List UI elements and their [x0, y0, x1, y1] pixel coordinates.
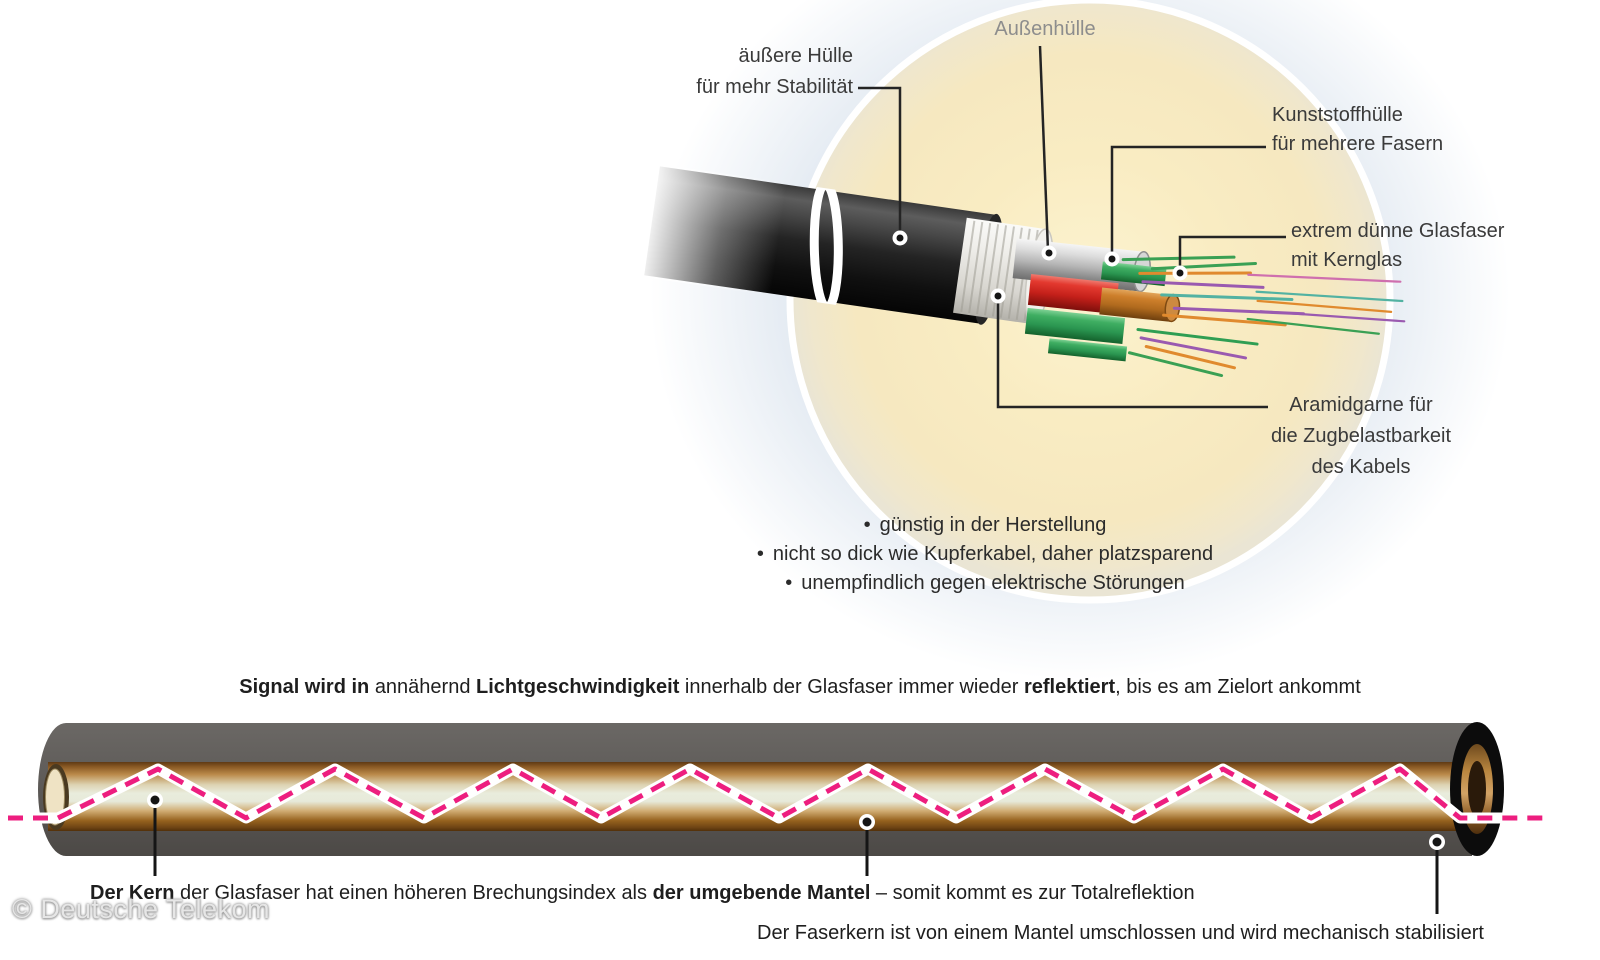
label-outer-jacket: Außenhülle: [994, 18, 1096, 40]
leader-aramid: [996, 303, 1268, 409]
pointer-dots: [892, 230, 1188, 304]
pointer-dot-core: [147, 792, 163, 808]
bullet-icon: •: [756, 543, 764, 565]
caption-segment: annähernd: [374, 676, 477, 698]
benefit-text: günstig in der Herstellung: [879, 514, 1107, 536]
pointer-dot-stabilized: [1429, 834, 1445, 850]
caption-segment: Lichtgeschwindigkeit: [476, 676, 680, 698]
green-buffer-tube-bottom: [1047, 338, 1128, 362]
core-label: Der Kern der Glasfaser hat einen höheren…: [90, 880, 1195, 906]
label-glass-fiber-line2: mit Kernglas: [1291, 249, 1403, 271]
mantle-label: Der Faserkern ist von einem Mantel umsch…: [757, 922, 1484, 944]
caption-segment: innerhalb der Glasfaser immer wieder: [679, 676, 1024, 698]
caption-segment: reflektiert: [1023, 676, 1116, 698]
leader-lines: [858, 45, 1286, 409]
label-aramid-line2: die Zugbelastbarkeit: [1270, 425, 1452, 447]
label-glass-fiber: extrem dünne Glasfaser mit Kernglas: [1291, 217, 1504, 275]
label-aramid-line1: Aramidgarne für: [1289, 394, 1433, 416]
copyright-watermark: © Deutsche Telekom: [12, 894, 271, 924]
benefits-list: • günstig in der Herstellung • nicht so di…: [585, 511, 1385, 598]
reflection-cable: [8, 722, 1545, 914]
label-plastic-sheath-line1: Kunststoffhülle: [1272, 104, 1403, 126]
fiber-cable-illustration: [641, 45, 1406, 409]
reflection-cable-core: [48, 762, 1462, 831]
leader-outer-jacket: [1038, 45, 1050, 252]
pointer-dot-plastic-sheath: [1104, 251, 1120, 267]
benefit-item: • nicht so dick wie Kupferkabel, daher pl…: [585, 540, 1385, 569]
core-label-segment: Der Kern: [90, 882, 175, 904]
benefit-text: nicht so dick wie Kupferkabel, daher pla…: [772, 543, 1214, 565]
pointer-dot-glass-fiber: [1172, 265, 1188, 281]
label-aramid-line3: des Kabels: [1311, 456, 1411, 478]
cable-end-cap: [1450, 722, 1504, 856]
light-ray-zigzag: [8, 763, 1545, 824]
bullet-icon: •: [785, 572, 793, 594]
leader-glass-fiber: [1178, 235, 1286, 271]
label-outer-sheath: äußere Hülle für mehr Stabilität: [600, 41, 853, 103]
label-outer-sheath-line1: äußere Hülle: [738, 45, 853, 67]
pointer-dot-mantle: [859, 814, 875, 830]
core-label-segment: der Glasfaser hat einen höheren Brechung…: [174, 882, 653, 904]
bullet-icon: •: [863, 514, 871, 536]
green-buffer-tube: [1024, 307, 1126, 344]
benefit-item: • günstig in der Herstellung: [585, 511, 1385, 540]
green-buffer-tube-top: [1100, 261, 1167, 287]
label-outer-sheath-line2: für mehr Stabilität: [696, 76, 853, 98]
cable-jacket: [641, 164, 1054, 325]
signal-caption: Signal wird in annähernd Lichtgeschwindi…: [10, 674, 1590, 701]
caption-segment: , bis es am Zielort ankommt: [1115, 676, 1361, 698]
reflection-pointer-dots: [147, 792, 1445, 850]
glass-fibers: [1121, 255, 1406, 378]
pointer-dot-outer-jacket: [1041, 245, 1057, 261]
label-plastic-sheath: Kunststoffhülle für mehrere Fasern: [1272, 101, 1443, 159]
benefit-text: unempfindlich gegen elektrische Störunge…: [801, 572, 1185, 594]
label-plastic-sheath-line2: für mehrere Fasern: [1272, 133, 1444, 155]
core-label-segment: der umgebende Mantel: [652, 882, 871, 904]
orange-buffer-tube: [1099, 287, 1174, 322]
benefit-item: • unempfindlich gegen elektrische Störung…: [585, 569, 1385, 598]
pointer-dot-jacket: [892, 230, 908, 246]
pointer-dot-aramid: [990, 288, 1006, 304]
reflection-pointer-lines: [153, 808, 1439, 914]
core-label-segment: – somit kommt es zur Totalreflektion: [870, 882, 1195, 904]
leader-outer-sheath: [858, 86, 902, 236]
fiber-end-face: [45, 768, 65, 826]
label-glass-fiber-line1: extrem dünne Glasfaser: [1291, 220, 1505, 242]
caption-segment: Signal wird in: [239, 676, 375, 698]
leader-plastic-sheath: [1110, 145, 1266, 257]
red-buffer-tube: [1027, 274, 1119, 315]
label-aramid: Aramidgarne für die Zugbelastbarkeit des…: [1246, 390, 1476, 483]
